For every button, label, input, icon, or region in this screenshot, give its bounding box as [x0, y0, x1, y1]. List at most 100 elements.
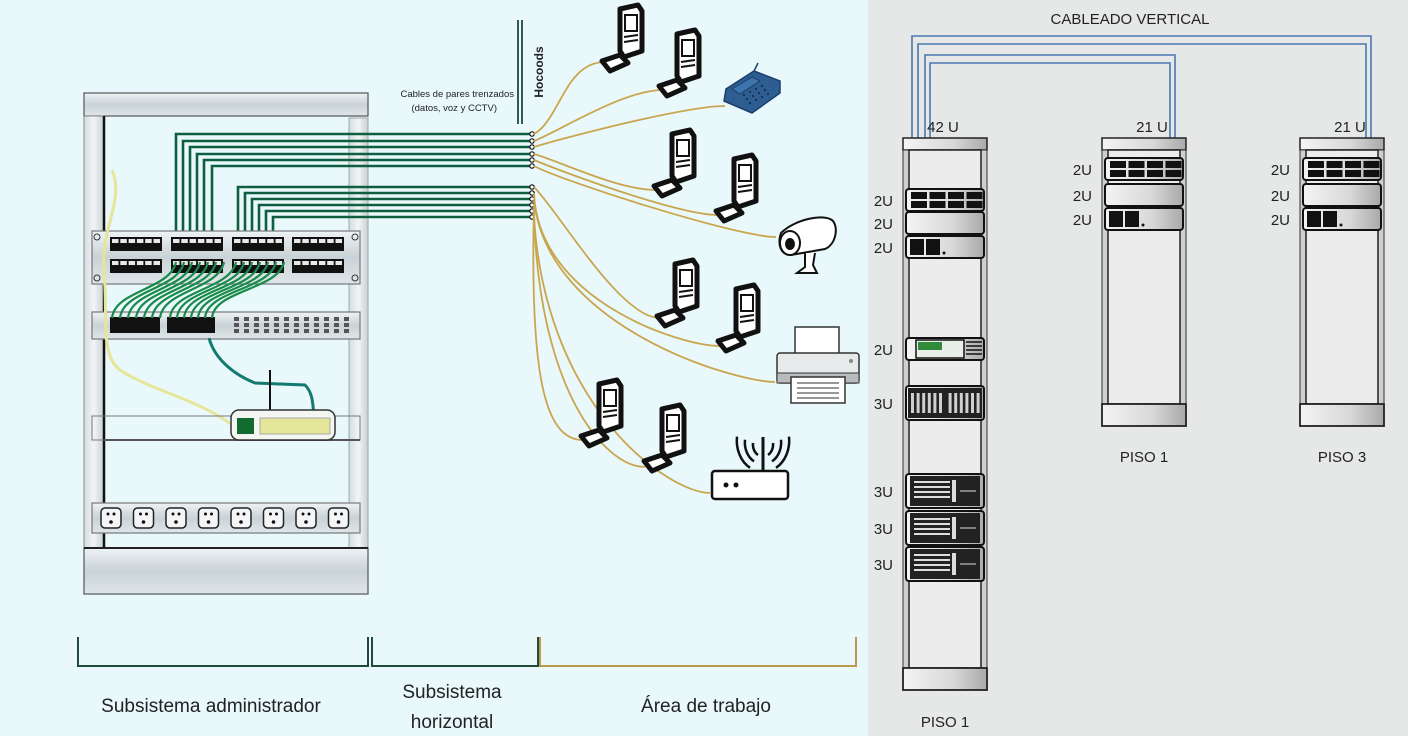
- port: [173, 239, 180, 243]
- patch-cord: [182, 261, 254, 319]
- network-switch: [91, 311, 361, 340]
- port: [181, 239, 188, 243]
- unit-size-label: 3U: [874, 484, 893, 501]
- switch-port: [334, 323, 339, 327]
- port: [966, 192, 983, 199]
- port: [128, 261, 136, 265]
- power-outlet: [262, 507, 285, 529]
- rack-unit-blank: 2U: [1271, 183, 1382, 207]
- wireless-router-icon: [710, 436, 791, 501]
- switch-port: [254, 323, 259, 327]
- port: [1147, 161, 1163, 168]
- power-outlet: [132, 507, 155, 529]
- work-area-cable: [533, 165, 777, 238]
- port: [275, 239, 282, 243]
- section-label-admin: Subsistema administrador: [101, 696, 321, 717]
- patch-cord: [110, 261, 178, 319]
- blade-slot: [922, 393, 926, 413]
- horizontal-cable: [264, 209, 530, 238]
- blade-slot: [916, 393, 920, 413]
- rack-unit-server: 3U: [874, 473, 985, 509]
- port: [302, 239, 309, 243]
- power-outlet: [327, 507, 350, 529]
- horizontal-cable: [202, 158, 530, 238]
- work-area-cables: [532, 61, 777, 494]
- switch-port: [254, 317, 259, 321]
- patch-cord: [126, 261, 194, 319]
- horizontal-cable-bundle: [174, 131, 535, 238]
- port: [302, 261, 309, 265]
- unit-size-label: 2U: [874, 240, 893, 257]
- work-area-cable: [533, 61, 606, 135]
- rack-capacity-label: 21 U: [1136, 119, 1168, 136]
- port: [310, 261, 318, 265]
- port: [966, 201, 983, 208]
- rack-base: [1299, 403, 1385, 427]
- port: [335, 239, 342, 243]
- port: [153, 261, 160, 265]
- work-area-cable: [533, 153, 658, 191]
- switch-port: [244, 317, 249, 321]
- rack-unit-server: 3U: [874, 546, 985, 582]
- patch-cord: [118, 261, 186, 319]
- work-area-cable: [533, 105, 726, 148]
- patch-cord: [189, 261, 262, 319]
- port: [318, 261, 326, 265]
- work-area-cable: [533, 192, 721, 347]
- blade-slot: [954, 393, 958, 413]
- port: [310, 239, 318, 243]
- patch-cord: [158, 261, 226, 319]
- computer-icon: [651, 127, 697, 199]
- port: [929, 192, 946, 199]
- horizontal-cable: [257, 203, 530, 238]
- unit-size-label: 2U: [1271, 212, 1290, 229]
- printer-icon: [776, 326, 860, 404]
- patch-cord: [134, 261, 202, 319]
- work-area-cable: [533, 210, 646, 468]
- security-camera-icon: [778, 216, 837, 274]
- switch-port: [274, 329, 279, 333]
- computer-icon: [578, 377, 624, 449]
- power-outlet: [100, 507, 122, 529]
- horizontal-cable: [174, 132, 530, 238]
- rack-capacity-label: 42 U: [927, 119, 959, 136]
- switch-port: [314, 323, 319, 327]
- rack-top: [1101, 137, 1187, 151]
- switch-port: [264, 329, 269, 333]
- port: [136, 261, 144, 265]
- cable-connector: [529, 163, 535, 169]
- port: [1326, 170, 1343, 177]
- cable-connector: [529, 157, 535, 163]
- rack-capacity-label: 21 U: [1334, 119, 1366, 136]
- patch-cord: [168, 261, 238, 319]
- blade-slot: [939, 393, 942, 413]
- work-area-cable: [533, 89, 664, 142]
- port: [1326, 161, 1343, 168]
- switch-port: [324, 329, 329, 333]
- port: [206, 239, 213, 243]
- section-label-work-area: Área de trabajo: [641, 696, 771, 717]
- power-outlet: [197, 507, 220, 529]
- port: [250, 239, 258, 243]
- switch-port: [254, 329, 259, 333]
- patch-cord: [150, 261, 218, 319]
- rack-unit-blank: 2U: [874, 211, 985, 235]
- rack-floor-label: PISO 1: [1120, 449, 1168, 466]
- unit-size-label: 2U: [1271, 188, 1290, 205]
- port: [234, 261, 241, 265]
- switch-port: [344, 317, 349, 321]
- rack-base: [902, 667, 988, 691]
- switch-port: [304, 317, 309, 321]
- port: [153, 239, 160, 243]
- switch-port: [284, 329, 289, 333]
- switch-port: [274, 323, 279, 327]
- cable-connector: [529, 144, 535, 150]
- vertical-cable: [929, 62, 1171, 190]
- switch-port: [234, 317, 239, 321]
- switch-port: [244, 329, 249, 333]
- port: [1165, 161, 1182, 168]
- uplink-cable: [207, 337, 317, 421]
- computer-icon: [656, 27, 702, 99]
